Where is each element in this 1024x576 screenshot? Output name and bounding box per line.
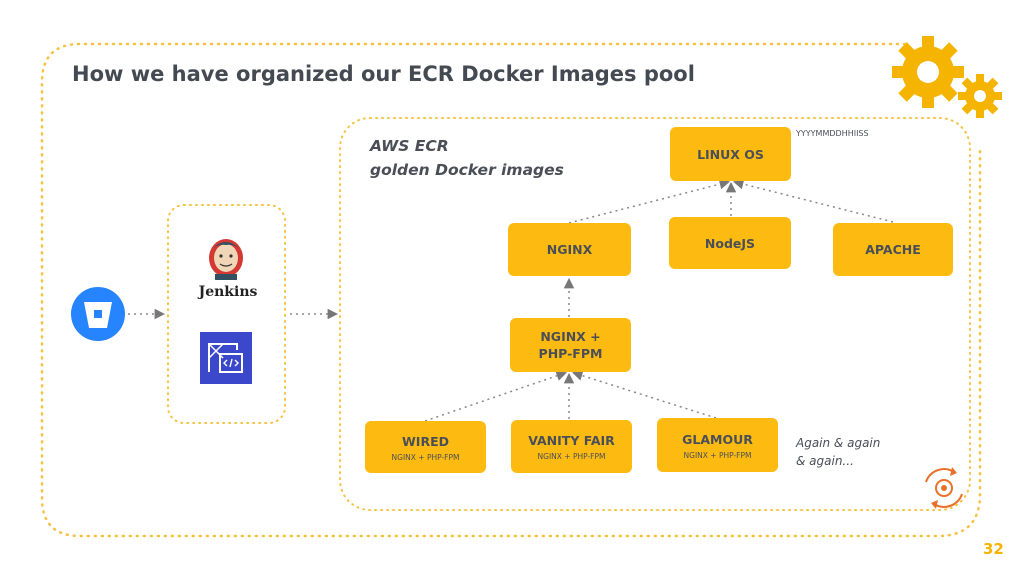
page-title: How we have organized our ECR Docker Ima…	[72, 62, 695, 86]
node-apache: APACHE	[833, 223, 953, 276]
node-nginx: NGINX	[508, 223, 631, 276]
page-number: 32	[983, 540, 1004, 558]
repeat-note-line-2: & again...	[796, 454, 854, 468]
node-glamour-label: GLAMOUR	[682, 431, 753, 447]
arrow-wired-to-nginxphp	[424, 370, 567, 422]
jenkins-icon	[209, 239, 243, 280]
node-glamour: GLAMOUR NGINX + PHP-FPM	[657, 418, 778, 472]
gears-icon	[892, 36, 1002, 118]
node-nodejs: NodeJS	[669, 217, 791, 269]
ecr-caption-line-1: AWS ECR	[370, 137, 449, 155]
node-vanity-fair-label: VANITY FAIR	[528, 433, 615, 448]
ci-frame	[167, 204, 286, 424]
timestamp-format-label: YYYYMMDDHHIISS	[796, 129, 869, 138]
ecr-caption-line-2: golden Docker images	[370, 161, 564, 179]
node-vanity-fair: VANITY FAIR NGINX + PHP-FPM	[511, 420, 632, 473]
arrow-apache-to-linux	[732, 178, 894, 223]
arrow-glamour-to-nginxphp	[571, 370, 717, 419]
repeat-note-line-1: Again & again	[796, 436, 881, 450]
codebuild-icon	[200, 332, 252, 384]
node-nginx-php-fpm-line-2: PHP-FPM	[538, 346, 603, 361]
node-linux-os: LINUX OS	[670, 127, 791, 181]
bitbucket-icon	[71, 287, 125, 341]
node-apache-label: APACHE	[865, 242, 921, 257]
node-nginx-label: NGINX	[546, 242, 593, 257]
node-wired-sub: NGINX + PHP-FPM	[391, 452, 460, 462]
node-glamour-sub: NGINX + PHP-FPM	[683, 450, 752, 460]
node-nginx-php-fpm-line-1: NGINX +	[540, 329, 601, 344]
jenkins-label: Jenkins	[198, 284, 258, 300]
node-nginx-php-fpm: NGINX + PHP-FPM	[510, 318, 631, 372]
ecr-caption: AWS ECR golden Docker images	[370, 134, 564, 182]
outer-frame	[40, 42, 982, 538]
node-nodejs-label: NodeJS	[704, 235, 756, 251]
cycle-gear-icon	[925, 467, 963, 509]
node-vanity-fair-sub: NGINX + PHP-FPM	[537, 452, 606, 461]
node-wired: WIRED NGINX + PHP-FPM	[365, 421, 486, 473]
node-wired-label: WIRED	[402, 433, 449, 449]
node-linux-os-label: LINUX OS	[697, 146, 764, 162]
repeat-note: Again & again & again...	[796, 434, 880, 470]
